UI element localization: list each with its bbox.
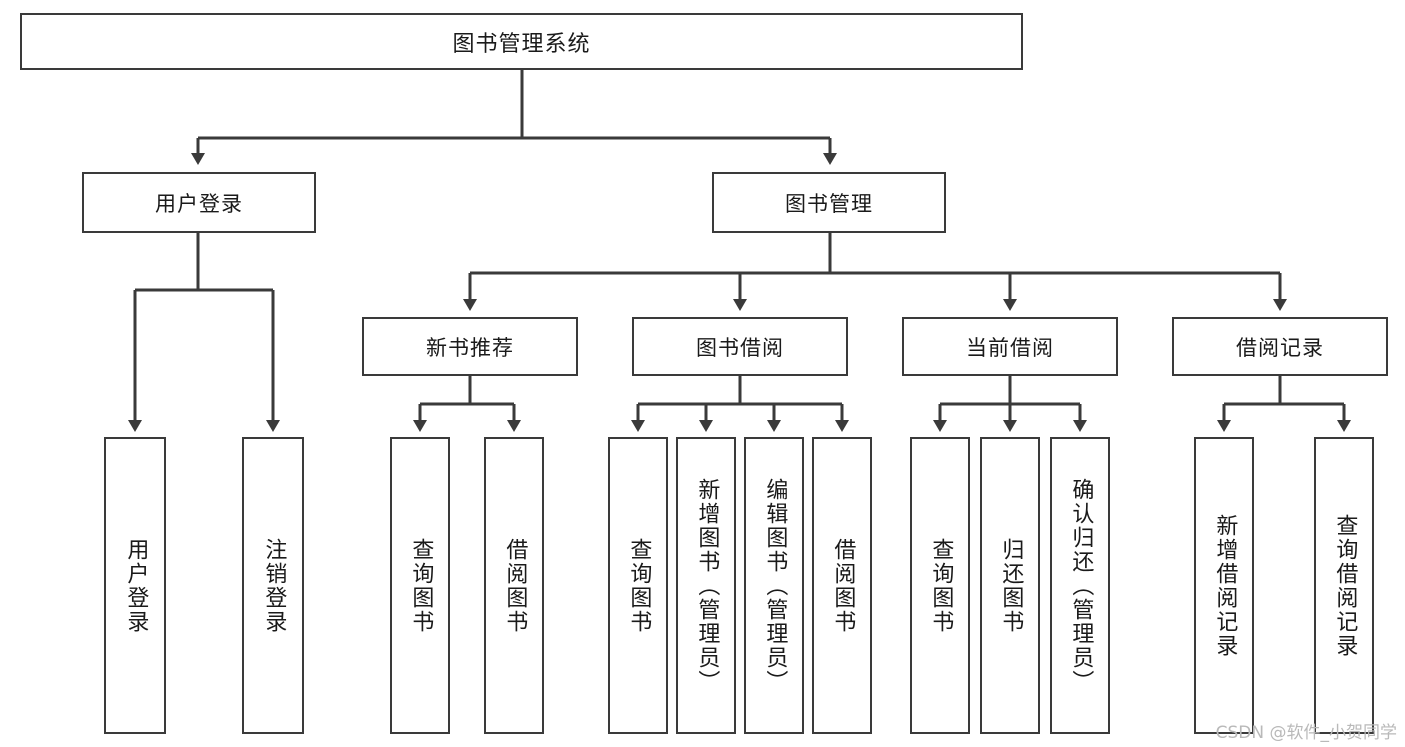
node-label: 新书推荐 xyxy=(426,335,514,360)
leaf-new-book-query-book[interactable]: 查询图书 xyxy=(390,437,450,734)
leaf-book-borrow-query-book[interactable]: 查询图书 xyxy=(608,437,668,734)
node-label: 查询借阅记录 xyxy=(1332,513,1358,658)
node-label: 借阅图书 xyxy=(830,537,856,634)
leaf-current-borrow-return-book[interactable]: 归还图书 xyxy=(980,437,1040,734)
node-label: 用户登录 xyxy=(123,537,149,634)
csdn-watermark: CSDN @软件_小贺同学 xyxy=(1215,723,1397,743)
node-label: 当前借阅 xyxy=(966,335,1054,360)
leaf-user-login-login[interactable]: 用户登录 xyxy=(104,437,166,734)
node-current-borrow[interactable]: 当前借阅 xyxy=(902,317,1118,376)
leaf-borrow-record-add-record[interactable]: 新增借阅记录 xyxy=(1194,437,1254,734)
leaf-book-borrow-add-book-admin[interactable]: 新增图书（管理员） xyxy=(676,437,736,734)
node-label: 注销登录 xyxy=(261,537,287,634)
leaf-book-borrow-edit-book-admin[interactable]: 编辑图书（管理员） xyxy=(744,437,804,734)
node-label: 新增图书（管理员） xyxy=(694,477,720,694)
node-label: 图书借阅 xyxy=(696,335,784,360)
node-book-management[interactable]: 图书管理 xyxy=(712,172,946,233)
node-label: 新增借阅记录 xyxy=(1212,513,1238,658)
leaf-current-borrow-confirm-return-admin[interactable]: 确认归还（管理员） xyxy=(1050,437,1110,734)
node-label: 编辑图书（管理员） xyxy=(762,477,788,694)
node-label: 查询图书 xyxy=(928,537,954,634)
node-book-borrow[interactable]: 图书借阅 xyxy=(632,317,848,376)
leaf-book-borrow-borrow-book[interactable]: 借阅图书 xyxy=(812,437,872,734)
leaf-borrow-record-query-record[interactable]: 查询借阅记录 xyxy=(1314,437,1374,734)
node-user-login[interactable]: 用户登录 xyxy=(82,172,316,233)
node-label: 查询图书 xyxy=(626,537,652,634)
node-borrow-record[interactable]: 借阅记录 xyxy=(1172,317,1388,376)
node-label: 查询图书 xyxy=(408,537,434,634)
node-label: 借阅图书 xyxy=(502,537,528,634)
node-label: 图书管理 xyxy=(785,191,873,216)
node-label: 借阅记录 xyxy=(1236,335,1324,360)
leaf-new-book-borrow-book[interactable]: 借阅图书 xyxy=(484,437,544,734)
node-label: 确认归还（管理员） xyxy=(1068,477,1094,694)
node-label: 归还图书 xyxy=(998,537,1024,634)
leaf-user-login-logout[interactable]: 注销登录 xyxy=(242,437,304,734)
node-root-book-management-system[interactable]: 图书管理系统 xyxy=(20,13,1023,70)
leaf-current-borrow-query-book[interactable]: 查询图书 xyxy=(910,437,970,734)
node-label: 图书管理系统 xyxy=(452,31,591,57)
node-new-book-recommend[interactable]: 新书推荐 xyxy=(362,317,578,376)
node-label: 用户登录 xyxy=(155,191,243,216)
